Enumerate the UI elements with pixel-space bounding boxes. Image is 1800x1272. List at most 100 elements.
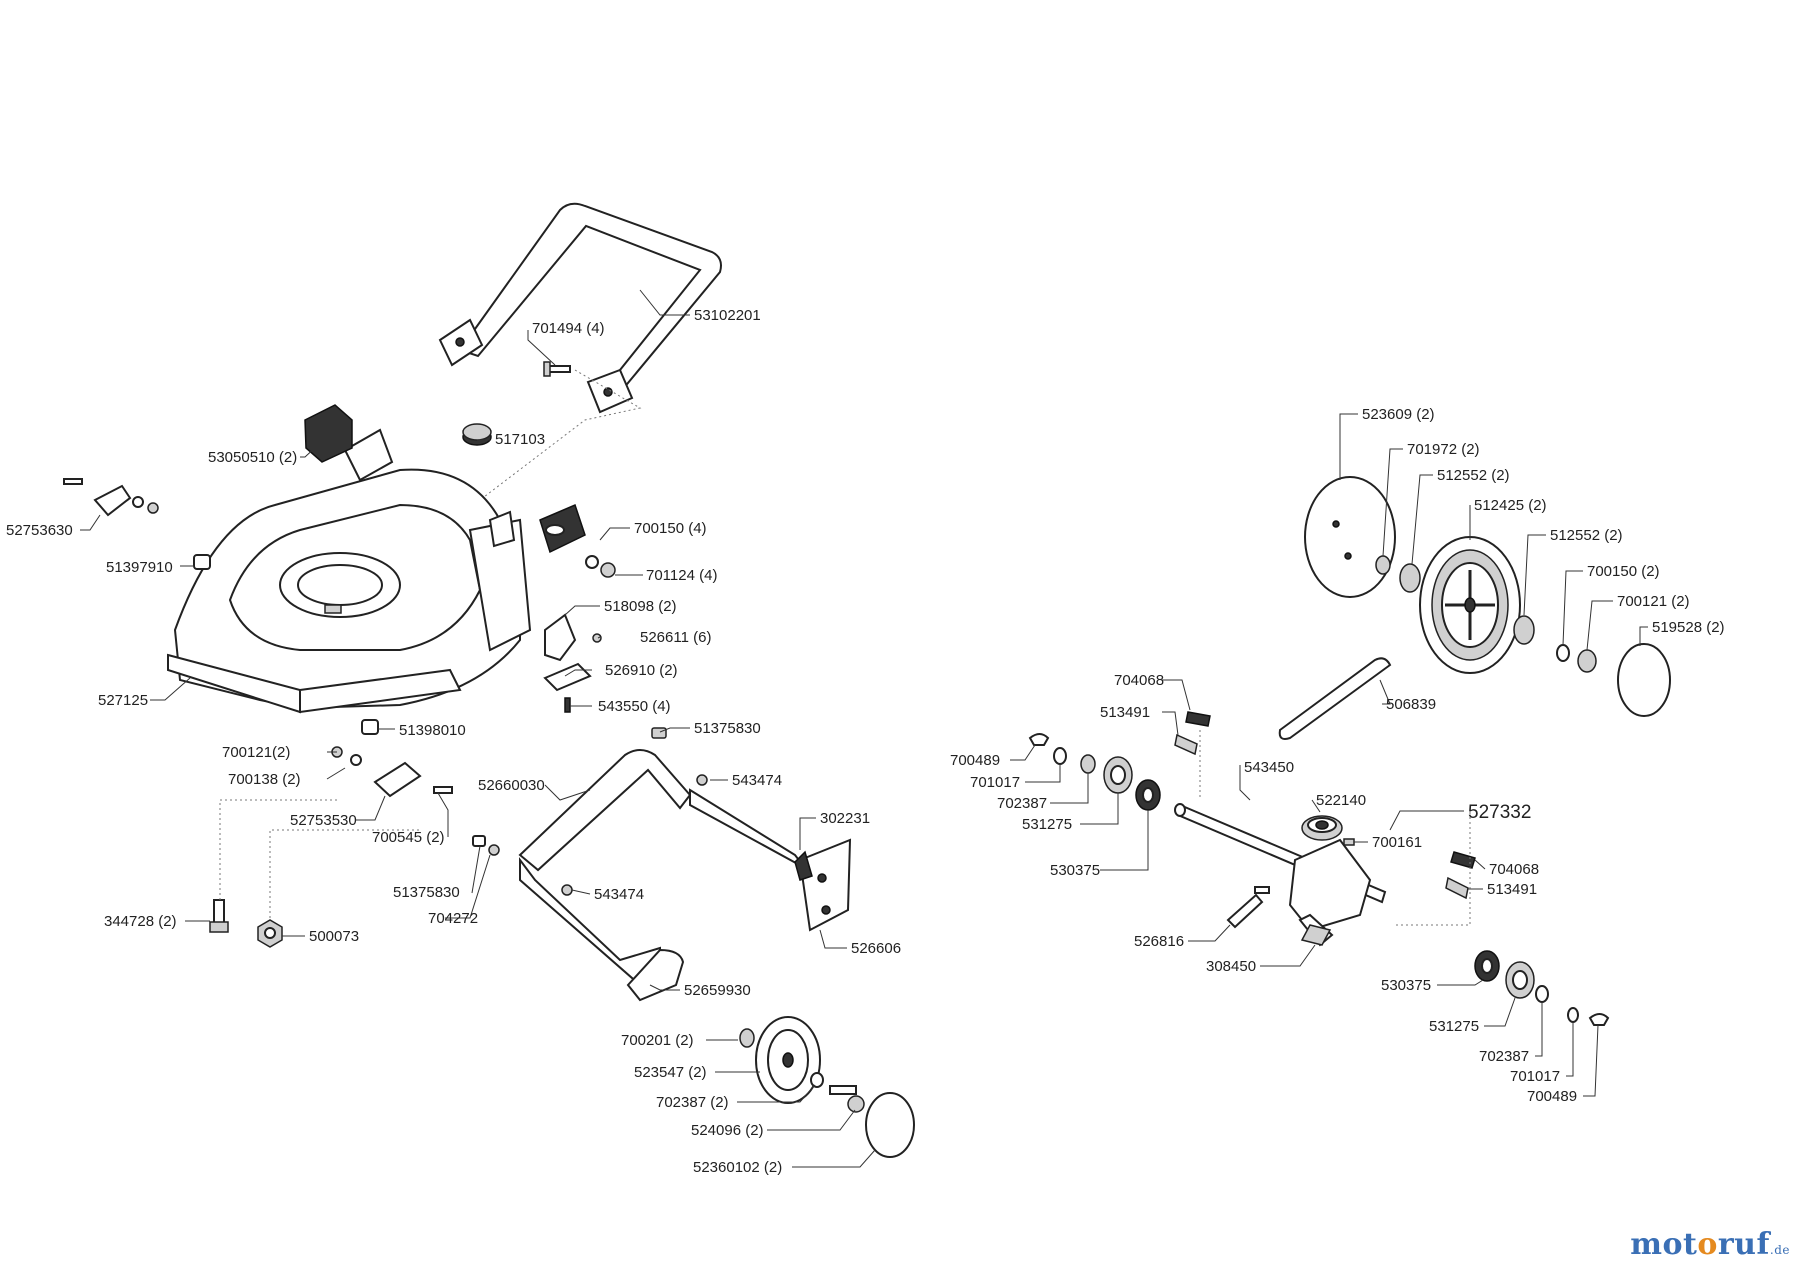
label-526910: 526910 (2) bbox=[605, 662, 678, 679]
pulley-522140 bbox=[1315, 820, 1329, 830]
label-701124: 701124 (4) bbox=[646, 567, 717, 584]
label-543450: 543450 bbox=[1244, 759, 1294, 776]
label-52659930: 52659930 bbox=[684, 982, 751, 999]
clip-700489-left bbox=[1028, 733, 1050, 746]
label-700545: 700545 (2) bbox=[372, 829, 445, 846]
left-latch-52753530 bbox=[373, 761, 453, 798]
bearing-530375-left bbox=[1135, 779, 1161, 811]
plug-51398010 bbox=[361, 719, 379, 735]
front-wheel-523547 bbox=[739, 1016, 821, 1104]
height-lever-518098 bbox=[544, 613, 577, 662]
label-531275-right: 531275 bbox=[1429, 1018, 1479, 1035]
label-543550: 543550 (4) bbox=[598, 698, 671, 715]
label-700201: 700201 (2) bbox=[621, 1032, 694, 1049]
label-526611: 526611 (6) bbox=[640, 629, 711, 646]
label-543474-top: 543474 bbox=[732, 772, 782, 789]
label-700161: 700161 bbox=[1372, 834, 1422, 851]
label-530375-left: 530375 bbox=[1050, 862, 1100, 879]
label-700121-right: 700121 (2) bbox=[1617, 593, 1690, 610]
label-700489-right: 700489 bbox=[1527, 1088, 1577, 1105]
label-526606: 526606 bbox=[851, 940, 901, 957]
rear-flap-hinge bbox=[304, 404, 353, 463]
label-512552-bottom: 512552 (2) bbox=[1550, 527, 1623, 544]
rear-wheel-512425 bbox=[1419, 536, 1521, 674]
label-506839: 506839 bbox=[1386, 696, 1436, 713]
label-704068-right: 704068 bbox=[1489, 861, 1539, 878]
label-512425: 512425 (2) bbox=[1474, 497, 1547, 514]
handle-bolt bbox=[543, 361, 571, 377]
axle-bolt-524096 bbox=[829, 1085, 865, 1113]
label-702387-front: 702387 (2) bbox=[656, 1094, 729, 1111]
label-527332: 527332 bbox=[1468, 802, 1531, 823]
label-52360102: 52360102 (2) bbox=[693, 1159, 782, 1176]
plug-51397910 bbox=[193, 554, 211, 570]
belt-506839 bbox=[1278, 657, 1392, 740]
label-523547: 523547 (2) bbox=[634, 1064, 707, 1081]
left-latch-52753630 bbox=[63, 478, 159, 517]
part-labels: 53102201 701494 (4) 517103 53050510 (2) … bbox=[6, 307, 1725, 1176]
label-308450: 308450 bbox=[1206, 958, 1256, 975]
label-527125: 527125 bbox=[98, 692, 148, 709]
cable-526816 bbox=[1226, 886, 1270, 929]
motoruf-logo[interactable]: motoruf.de bbox=[1630, 1227, 1790, 1262]
label-523609: 523609 (2) bbox=[1362, 406, 1435, 423]
gearbox-527332 bbox=[1288, 815, 1372, 947]
logo-part-1: mot bbox=[1630, 1227, 1698, 1262]
label-51397910: 51397910 bbox=[106, 559, 173, 576]
pinion-531275-right bbox=[1505, 961, 1535, 999]
label-531275-left: 531275 bbox=[1022, 816, 1072, 833]
nut-500073 bbox=[257, 919, 283, 948]
label-704272: 704272 bbox=[428, 910, 478, 927]
label-519528: 519528 (2) bbox=[1652, 619, 1725, 636]
pinion-531275-left bbox=[1103, 756, 1133, 794]
logo-tld: .de bbox=[1769, 1243, 1790, 1257]
bolt-344728 bbox=[209, 899, 229, 933]
spring-302231 bbox=[794, 850, 813, 881]
logo-part-3: ruf bbox=[1717, 1227, 1770, 1262]
spring-308450 bbox=[1300, 924, 1332, 946]
label-51398010: 51398010 bbox=[399, 722, 466, 739]
label-700150-2: 700150 (2) bbox=[1587, 563, 1660, 580]
label-701017-left: 701017 bbox=[970, 774, 1020, 791]
label-524096: 524096 (2) bbox=[691, 1122, 764, 1139]
label-701017-right: 701017 bbox=[1510, 1068, 1560, 1085]
label-702387-right: 702387 bbox=[1479, 1048, 1529, 1065]
label-518098: 518098 (2) bbox=[604, 598, 677, 615]
logo-part-2: o bbox=[1697, 1227, 1718, 1262]
handle-bracket bbox=[539, 503, 586, 554]
label-543474-bottom: 543474 bbox=[594, 886, 644, 903]
rear-wheel-cover-523609 bbox=[1304, 476, 1396, 598]
label-51375830-top: 51375830 bbox=[694, 720, 761, 737]
label-513491-left: 513491 bbox=[1100, 704, 1150, 721]
bearing-530375-right bbox=[1474, 950, 1500, 982]
lower-handle-52660030 bbox=[518, 749, 806, 1002]
label-53102201: 53102201 bbox=[694, 307, 761, 324]
label-526816: 526816 bbox=[1134, 933, 1184, 950]
handle-bracket-plate-526606 bbox=[798, 838, 852, 932]
leader-lines bbox=[80, 289, 1648, 1168]
label-701972: 701972 (2) bbox=[1407, 441, 1480, 458]
height-spring-517103 bbox=[462, 423, 492, 446]
label-513491-right: 513491 bbox=[1487, 881, 1537, 898]
label-52660030: 52660030 bbox=[478, 777, 545, 794]
mower-deck bbox=[167, 428, 532, 714]
label-500073: 500073 bbox=[309, 928, 359, 945]
label-512552-top: 512552 (2) bbox=[1437, 467, 1510, 484]
label-700121-left: 700121(2) bbox=[222, 744, 290, 761]
label-344728: 344728 (2) bbox=[104, 913, 177, 930]
label-702387-left: 702387 bbox=[997, 795, 1047, 812]
label-704068-left: 704068 bbox=[1114, 672, 1164, 689]
label-700150-4: 700150 (4) bbox=[634, 520, 707, 537]
label-700138: 700138 (2) bbox=[228, 771, 301, 788]
label-517103: 517103 bbox=[495, 431, 545, 448]
hubcap-52360102 bbox=[865, 1092, 915, 1158]
label-530375-right: 530375 bbox=[1381, 977, 1431, 994]
label-700489-left: 700489 bbox=[950, 752, 1000, 769]
label-522140: 522140 bbox=[1316, 792, 1366, 809]
label-52753530: 52753530 bbox=[290, 812, 357, 829]
hubcap-519528 bbox=[1617, 643, 1671, 717]
label-302231: 302231 bbox=[820, 810, 870, 827]
label-52753630: 52753630 bbox=[6, 522, 73, 539]
